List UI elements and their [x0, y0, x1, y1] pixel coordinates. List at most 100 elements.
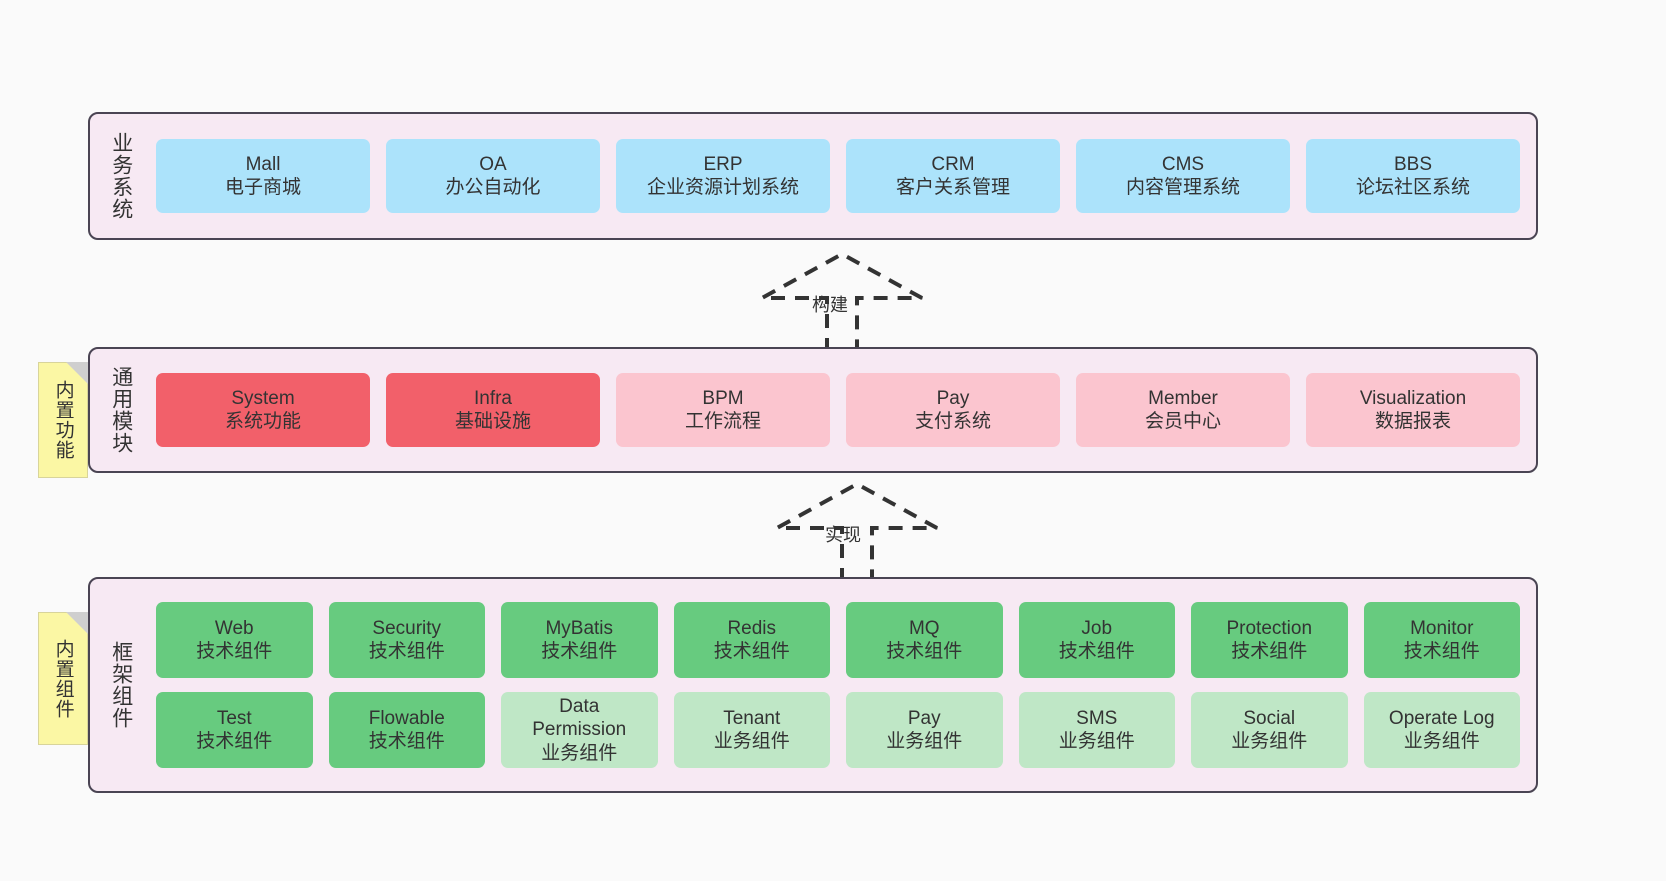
box-job[interactable]: Job 技术组件 — [1018, 602, 1175, 678]
connector-build-label: 构建 — [812, 295, 848, 315]
box-mall[interactable]: Mall 电子商城 — [156, 139, 370, 213]
box-title: Flowable — [368, 707, 445, 729]
box-title: Operate Log — [1388, 707, 1495, 729]
box-cms[interactable]: CMS 内容管理系统 — [1076, 139, 1290, 213]
box-system[interactable]: System 系统功能 — [156, 373, 370, 447]
box-subtitle: 技术组件 — [713, 641, 790, 662]
box-title: SMS — [1076, 707, 1118, 729]
box-subtitle: 内容管理系统 — [1125, 177, 1240, 198]
box-flowable[interactable]: Flowable 技术组件 — [328, 692, 485, 768]
box-mybatis[interactable]: MyBatis 技术组件 — [501, 602, 658, 678]
box-subtitle: 会员中心 — [1144, 411, 1221, 432]
box-title: Pay — [936, 387, 970, 409]
box-title: Data — [559, 696, 600, 718]
box-member[interactable]: Member 会员中心 — [1076, 373, 1290, 447]
box-test[interactable]: Test 技术组件 — [156, 692, 313, 768]
box-subtitle: 业务组件 — [886, 731, 963, 752]
box-row: Web 技术组件 Security 技术组件 MyBatis 技术组件 Redi… — [156, 602, 1520, 678]
box-subtitle: 技术组件 — [196, 641, 273, 662]
box-subtitle: 基础设施 — [454, 411, 531, 432]
box-title: Monitor — [1410, 617, 1474, 639]
layer-body-common-module: System 系统功能 Infra 基础设施 BPM 工作流程 Pay 支付系统… — [142, 349, 1536, 471]
box-title-line2: Permission — [532, 719, 627, 741]
box-crm[interactable]: CRM 客户关系管理 — [846, 139, 1060, 213]
box-title: Member — [1148, 387, 1218, 409]
layer-title-common-module: 通用模块 — [109, 366, 133, 454]
box-operate-log[interactable]: Operate Log 业务组件 — [1363, 692, 1520, 768]
box-subtitle: 数据报表 — [1374, 411, 1451, 432]
box-subtitle: 工作流程 — [684, 411, 761, 432]
layer-body-business-system: Mall 电子商城 OA 办公自动化 ERP 企业资源计划系统 CRM 客户关系… — [142, 114, 1536, 238]
box-bpm[interactable]: BPM 工作流程 — [616, 373, 830, 447]
box-title: Tenant — [723, 707, 781, 729]
box-bbs[interactable]: BBS 论坛社区系统 — [1306, 139, 1520, 213]
box-erp[interactable]: ERP 企业资源计划系统 — [616, 139, 830, 213]
box-subtitle: 企业资源计划系统 — [646, 177, 799, 198]
box-title: System — [231, 387, 295, 409]
box-security[interactable]: Security 技术组件 — [328, 602, 485, 678]
layer-title-business-system: 业务系统 — [109, 132, 133, 220]
box-title: Social — [1243, 707, 1296, 729]
box-protection[interactable]: Protection 技术组件 — [1191, 602, 1348, 678]
layer-framework-component: 框架组件 Web 技术组件 Security 技术组件 MyBatis 技术组件… — [88, 577, 1538, 793]
box-subtitle: 论坛社区系统 — [1355, 177, 1470, 198]
box-pay[interactable]: Pay 支付系统 — [846, 373, 1060, 447]
note-builtin-component: 内置组件 — [38, 612, 88, 745]
box-oa[interactable]: OA 办公自动化 — [386, 139, 600, 213]
box-subtitle: 业务组件 — [1231, 731, 1308, 752]
box-subtitle: 业务组件 — [713, 731, 790, 752]
layer-common-module: 通用模块 System 系统功能 Infra 基础设施 BPM 工作流程 Pay… — [88, 347, 1538, 473]
box-subtitle: 技术组件 — [886, 641, 963, 662]
box-subtitle: 业务组件 — [541, 742, 618, 764]
box-title: Mall — [245, 153, 281, 175]
box-title: Redis — [727, 617, 777, 639]
box-sms[interactable]: SMS 业务组件 — [1018, 692, 1175, 768]
box-pay-component[interactable]: Pay 业务组件 — [846, 692, 1003, 768]
box-title: CMS — [1161, 153, 1205, 175]
box-subtitle: 支付系统 — [914, 411, 991, 432]
box-title: Security — [372, 617, 442, 639]
layer-body-framework-component: Web 技术组件 Security 技术组件 MyBatis 技术组件 Redi… — [142, 579, 1536, 791]
box-title: MyBatis — [545, 617, 614, 639]
layer-business-system: 业务系统 Mall 电子商城 OA 办公自动化 ERP 企业资源计划系统 CRM… — [88, 112, 1538, 240]
box-title: Visualization — [1359, 387, 1467, 409]
box-title: OA — [479, 153, 507, 175]
box-subtitle: 办公自动化 — [445, 177, 541, 198]
box-data-permission[interactable]: Data Permission 业务组件 — [501, 692, 658, 768]
box-monitor[interactable]: Monitor 技术组件 — [1363, 602, 1520, 678]
box-row: System 系统功能 Infra 基础设施 BPM 工作流程 Pay 支付系统… — [156, 373, 1520, 447]
box-title: Pay — [907, 707, 941, 729]
box-title: Infra — [473, 387, 513, 409]
box-title: Job — [1081, 617, 1113, 639]
box-subtitle: 技术组件 — [368, 731, 445, 752]
connector-implement-label: 实现 — [825, 525, 861, 545]
box-title: BPM — [702, 387, 744, 409]
box-social[interactable]: Social 业务组件 — [1191, 692, 1348, 768]
box-web[interactable]: Web 技术组件 — [156, 602, 313, 678]
box-title: ERP — [703, 153, 743, 175]
box-subtitle: 业务组件 — [1058, 731, 1135, 752]
box-tenant[interactable]: Tenant 业务组件 — [673, 692, 830, 768]
note-builtin-feature: 内置功能 — [38, 362, 88, 478]
box-title: Web — [214, 617, 254, 639]
box-row: Mall 电子商城 OA 办公自动化 ERP 企业资源计划系统 CRM 客户关系… — [156, 139, 1520, 213]
box-title: Protection — [1226, 617, 1313, 639]
box-subtitle: 电子商城 — [224, 177, 301, 198]
box-subtitle: 技术组件 — [1231, 641, 1308, 662]
box-redis[interactable]: Redis 技术组件 — [673, 602, 830, 678]
box-subtitle: 技术组件 — [1058, 641, 1135, 662]
box-title: BBS — [1393, 153, 1433, 175]
box-title: Test — [216, 707, 252, 729]
box-subtitle: 客户关系管理 — [895, 177, 1010, 198]
box-subtitle: 技术组件 — [368, 641, 445, 662]
box-infra[interactable]: Infra 基础设施 — [386, 373, 600, 447]
layer-title-framework-component: 框架组件 — [109, 641, 133, 729]
box-mq[interactable]: MQ 技术组件 — [846, 602, 1003, 678]
box-title: MQ — [908, 617, 940, 639]
box-title: CRM — [931, 153, 975, 175]
box-visualization[interactable]: Visualization 数据报表 — [1306, 373, 1520, 447]
box-subtitle: 业务组件 — [1403, 731, 1480, 752]
box-row: Test 技术组件 Flowable 技术组件 Data Permission … — [156, 692, 1520, 768]
box-subtitle: 系统功能 — [224, 411, 301, 432]
